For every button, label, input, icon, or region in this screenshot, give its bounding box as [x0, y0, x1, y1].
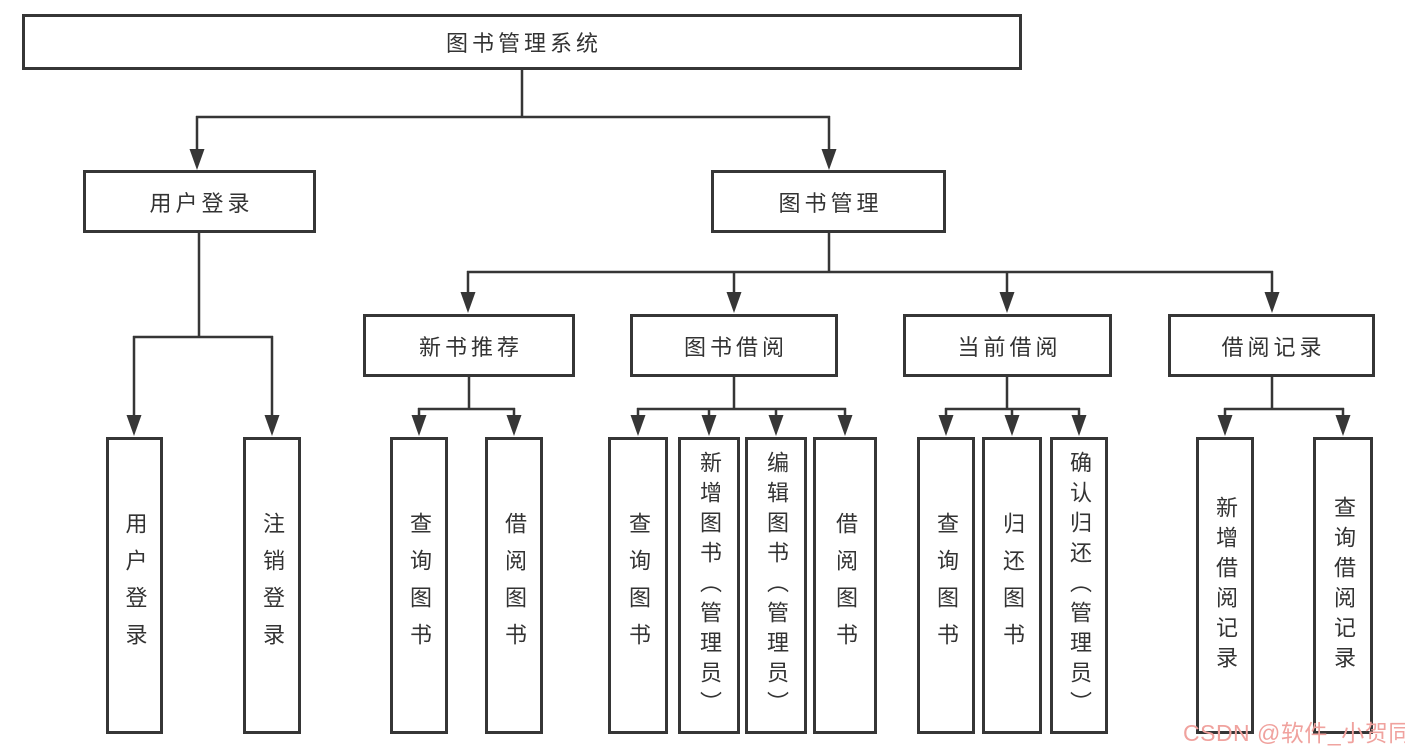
leaf-logout: 注销登录 — [243, 437, 301, 734]
node-label: 当前借阅 — [957, 334, 1062, 360]
node-label: 用户登录 — [149, 190, 254, 216]
connector-new-book-branch — [417, 377, 516, 418]
node-label: 编辑图书（管理员） — [764, 450, 789, 721]
leaf-query-borrow-record: 查询借阅记录 — [1313, 437, 1373, 734]
connector-user-login-branch — [132, 233, 274, 418]
node-label: 确认归还（管理员） — [1067, 450, 1092, 721]
leaf-add-borrow-record: 新增借阅记录 — [1196, 437, 1254, 734]
leaf-borrow-books-1: 借阅图书 — [485, 437, 543, 734]
connector-book-mgmt-branch — [466, 233, 1274, 295]
node-label: 借阅图书 — [502, 511, 527, 660]
node-label: 图书管理 — [778, 190, 883, 216]
node-label: 借阅记录 — [1221, 334, 1326, 360]
arrowheads — [126, 149, 1351, 436]
connector-root-to-level2 — [195, 70, 831, 152]
node-book-management: 图书管理 — [711, 170, 946, 233]
leaf-query-books-1: 查询图书 — [390, 437, 448, 734]
node-label: 注销登录 — [260, 511, 285, 660]
leaf-query-books-3: 查询图书 — [917, 437, 975, 734]
node-user-login: 用户登录 — [83, 170, 316, 233]
leaf-borrow-books-2: 借阅图书 — [813, 437, 877, 734]
node-label: 查询图书 — [626, 511, 651, 660]
leaf-add-books-admin: 新增图书（管理员） — [678, 437, 740, 734]
node-current-borrowing: 当前借阅 — [903, 314, 1112, 377]
node-root-library-system: 图书管理系统 — [22, 14, 1022, 70]
connector-current-branch — [944, 377, 1081, 418]
node-label: 新增图书（管理员） — [697, 450, 722, 721]
node-label: 查询借阅记录 — [1331, 495, 1356, 676]
node-label: 新增借阅记录 — [1213, 495, 1238, 676]
node-borrow-records: 借阅记录 — [1168, 314, 1375, 377]
node-label: 图书借阅 — [683, 334, 788, 360]
node-book-borrowing: 图书借阅 — [630, 314, 838, 377]
node-label: 图书管理系统 — [445, 31, 602, 56]
connector-record-branch — [1223, 377, 1345, 418]
node-label: 查询图书 — [934, 511, 959, 660]
node-label: 查询图书 — [407, 511, 432, 660]
leaf-confirm-return-admin: 确认归还（管理员） — [1050, 437, 1108, 734]
node-new-book-recommend: 新书推荐 — [363, 314, 575, 377]
csdn-watermark: CSDN @软件_小贺同学 — [1183, 720, 1405, 746]
leaf-return-books: 归还图书 — [982, 437, 1042, 734]
connector-borrow-branch — [636, 377, 847, 418]
leaf-user-login: 用户登录 — [106, 437, 163, 734]
node-label: 借阅图书 — [833, 511, 858, 660]
leaf-edit-books-admin: 编辑图书（管理员） — [745, 437, 807, 734]
leaf-query-books-2: 查询图书 — [608, 437, 668, 734]
node-label: 新书推荐 — [418, 334, 523, 360]
node-label: 用户登录 — [122, 511, 148, 660]
node-label: 归还图书 — [1000, 511, 1025, 660]
